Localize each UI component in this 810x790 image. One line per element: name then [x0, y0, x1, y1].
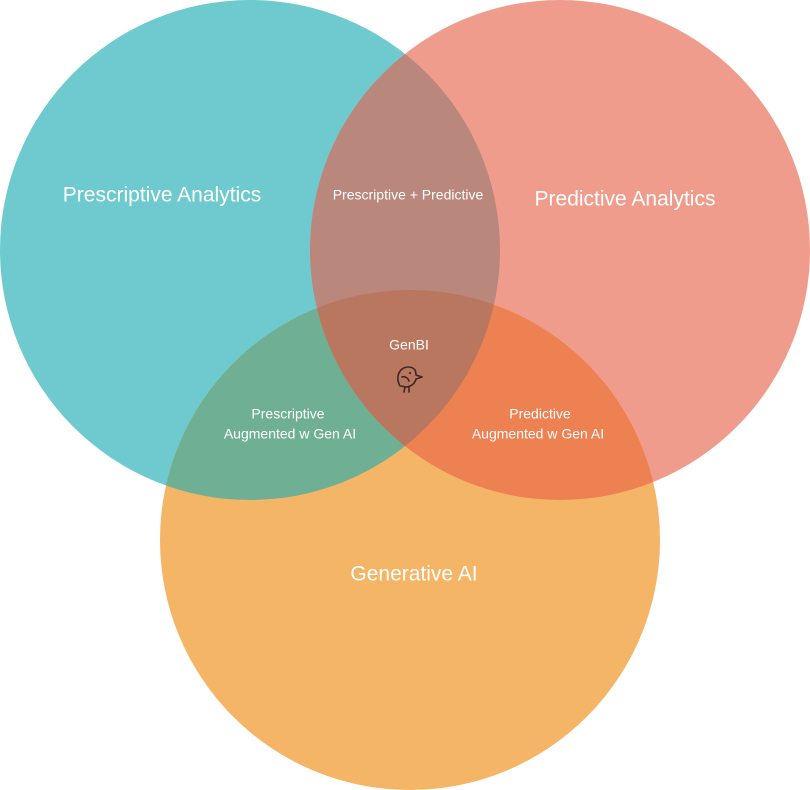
prescriptive-gen-ai-label-line2: Augmented w Gen AI	[224, 426, 356, 442]
predictive-gen-ai-label-line1: Predictive	[509, 406, 571, 422]
predictive-gen-ai-label-line2: Augmented w Gen AI	[472, 426, 604, 442]
predictive-generative-overlap	[310, 290, 660, 500]
bird-icon	[397, 366, 423, 393]
prescriptive-analytics-label: Prescriptive Analytics	[63, 184, 261, 207]
predictive-analytics-label: Predictive Analytics	[535, 188, 716, 211]
prescriptive-gen-ai-label-line1: Prescriptive	[251, 406, 324, 422]
prescriptive-generative-overlap	[160, 290, 500, 500]
genbi-label: GenBI	[389, 337, 429, 353]
prescriptive-predictive-label: Prescriptive + Predictive	[333, 187, 484, 203]
generative-ai-label: Generative AI	[350, 563, 477, 586]
